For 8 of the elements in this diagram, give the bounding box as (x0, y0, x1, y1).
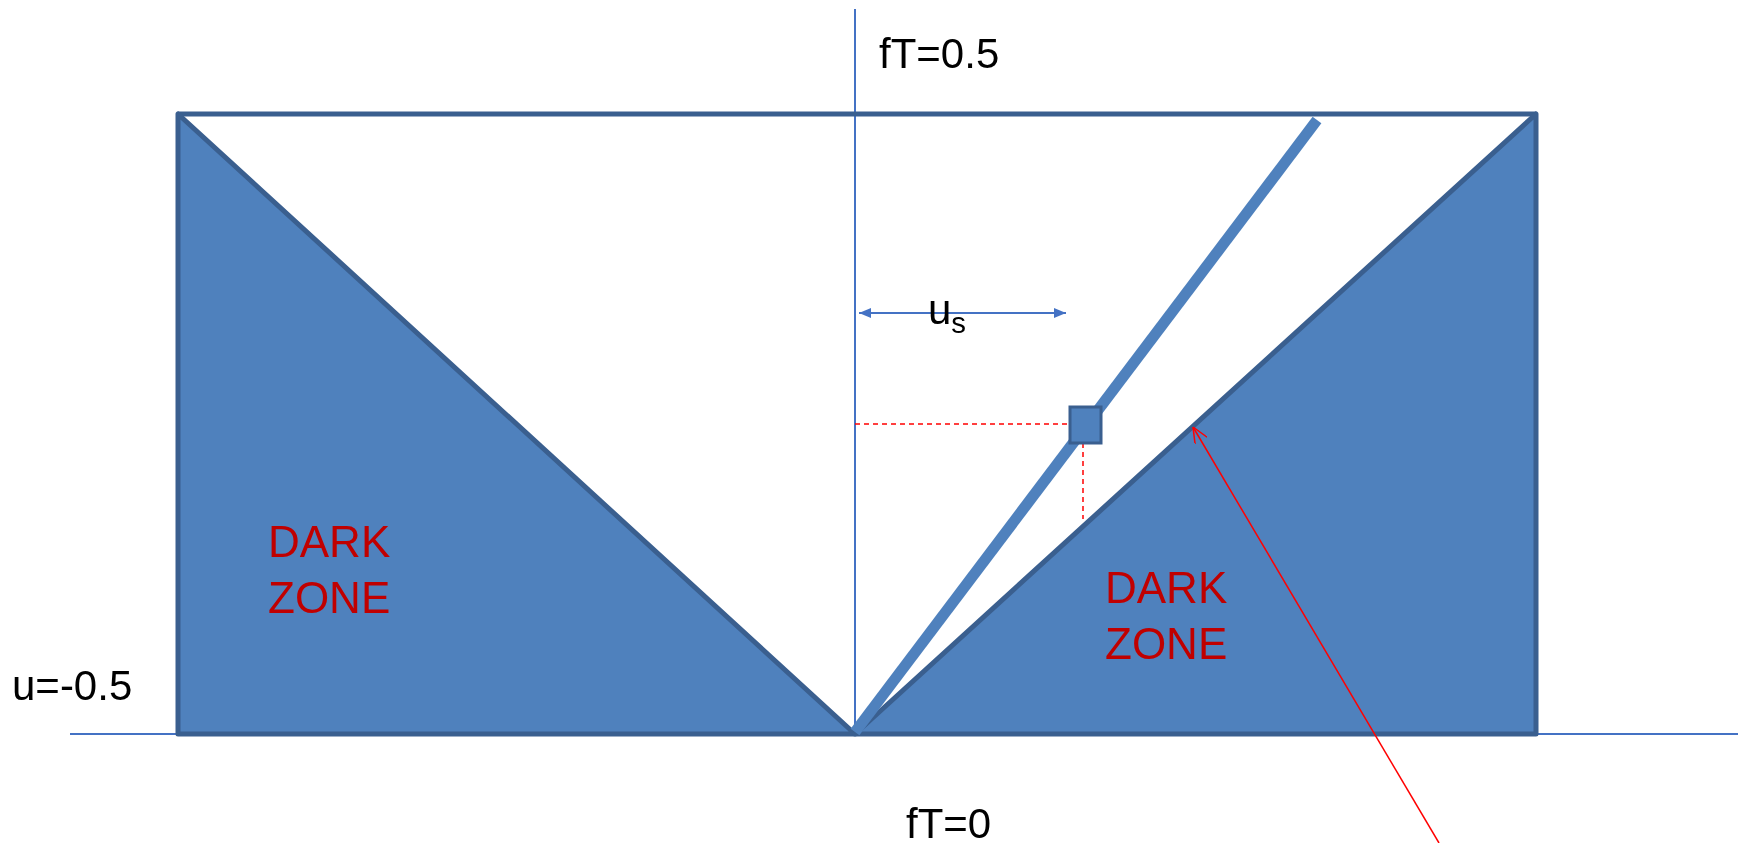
zone-label: DARK ZONE (268, 516, 392, 624)
axis-label: fT=0.5 (879, 30, 1000, 78)
axis-label: u=-0.5 (12, 662, 133, 710)
axis-label: fT=0 (906, 800, 992, 843)
leader-line (1192, 426, 1440, 843)
dark-zone-triangle (178, 114, 855, 734)
dark-zone-triangle (855, 114, 1536, 734)
zone-label: DARK ZONE (1105, 562, 1229, 670)
